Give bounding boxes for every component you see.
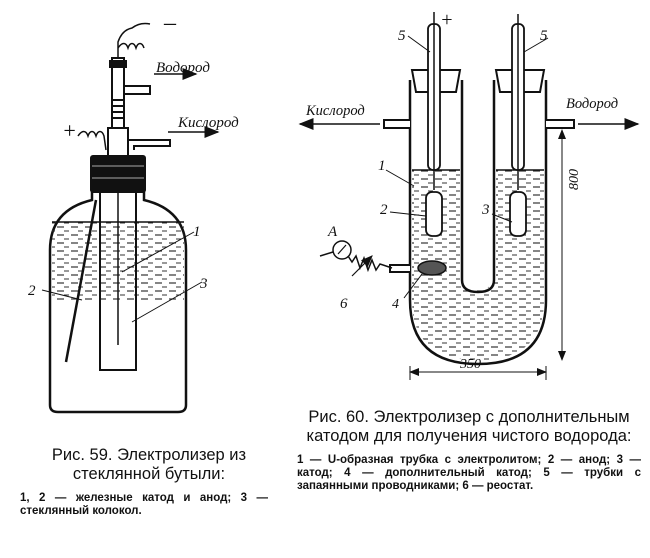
fig60-u-tube-electrolyser: 5 + 5 Кислород Водород 1 2 3 4 6 A 350 8… (298, 9, 640, 380)
fig60-label-2: 2 (380, 202, 388, 218)
fig60-label-5a: 5 (398, 28, 406, 44)
fig59-caption-title: Рис. 59. Электролизер из стеклянной буты… (51, 446, 247, 483)
fig60-label-5b: 5 (540, 28, 548, 44)
fig60-ammeter-label: A (327, 224, 338, 240)
fig59-plus-label: + (62, 118, 77, 143)
fig59-caption: Рис. 59. Электролизер из стеклянной буты… (14, 446, 284, 518)
fig60-caption-title: Рис. 60. Электролизер с дополнительным к… (306, 408, 632, 445)
fig60-width-label: 350 (459, 357, 481, 372)
fig59-caption-legend: 1, 2 — железные катод и анод; 3 — стекля… (20, 492, 268, 517)
fig60-height-label: 800 (567, 169, 582, 190)
fig60-label-4: 4 (392, 297, 399, 312)
fig60-label-3: 3 (481, 202, 490, 218)
stopper (90, 155, 146, 193)
fig60-hydrogen-label: Водород (566, 96, 618, 112)
fig59-bottle-electrolyser: – + Водород Кислород 1 2 3 (28, 10, 239, 414)
fig60-oxygen-label: Кислород (305, 103, 365, 119)
fig59-label-2: 2 (28, 283, 36, 299)
fig59-label-3: 3 (199, 276, 208, 292)
fig60-plus-label: + (440, 9, 454, 31)
fig60-label-1: 1 (378, 158, 386, 174)
u-tube (408, 80, 548, 366)
fig60-caption: Рис. 60. Электролизер с дополнительным к… (297, 408, 641, 493)
fig59-hydrogen-label: Водород (156, 60, 210, 76)
fig59-label-1: 1 (193, 224, 201, 240)
fig60-label-6: 6 (340, 296, 348, 312)
fig59-oxygen-label: Кислород (177, 115, 239, 131)
fig59-minus-label: – (163, 10, 177, 36)
fig60-caption-legend: 1 — U-образная трубка с электролитом; 2 … (297, 454, 641, 492)
